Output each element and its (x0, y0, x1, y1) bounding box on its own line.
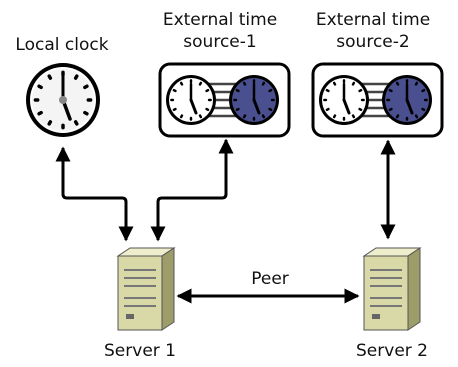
arrow-external-source-1-to-server-1 (150, 138, 234, 242)
server-2-icon (362, 247, 422, 331)
local-clock-icon (26, 63, 100, 137)
local-clock-label: Local clock (15, 35, 109, 55)
server-1-label: Server 1 (104, 341, 176, 361)
external-source-1-label: External time source-1 (150, 9, 290, 53)
arrow-local-clock-to-server-1 (55, 146, 134, 242)
external-source-1-label-line1: External time (162, 10, 278, 30)
external-source-2-label-line2: source-2 (336, 32, 410, 52)
external-source-2-label-line1: External time (315, 10, 431, 30)
external-source-2-label: External time source-2 (303, 9, 443, 53)
external-source-1-label-line2: source-1 (183, 32, 257, 52)
external-time-source-1-icon (158, 62, 291, 138)
server-1-icon (116, 247, 176, 331)
server-2-label: Server 2 (356, 341, 428, 361)
external-time-source-2-icon (311, 62, 444, 138)
peer-label: Peer (251, 269, 289, 289)
